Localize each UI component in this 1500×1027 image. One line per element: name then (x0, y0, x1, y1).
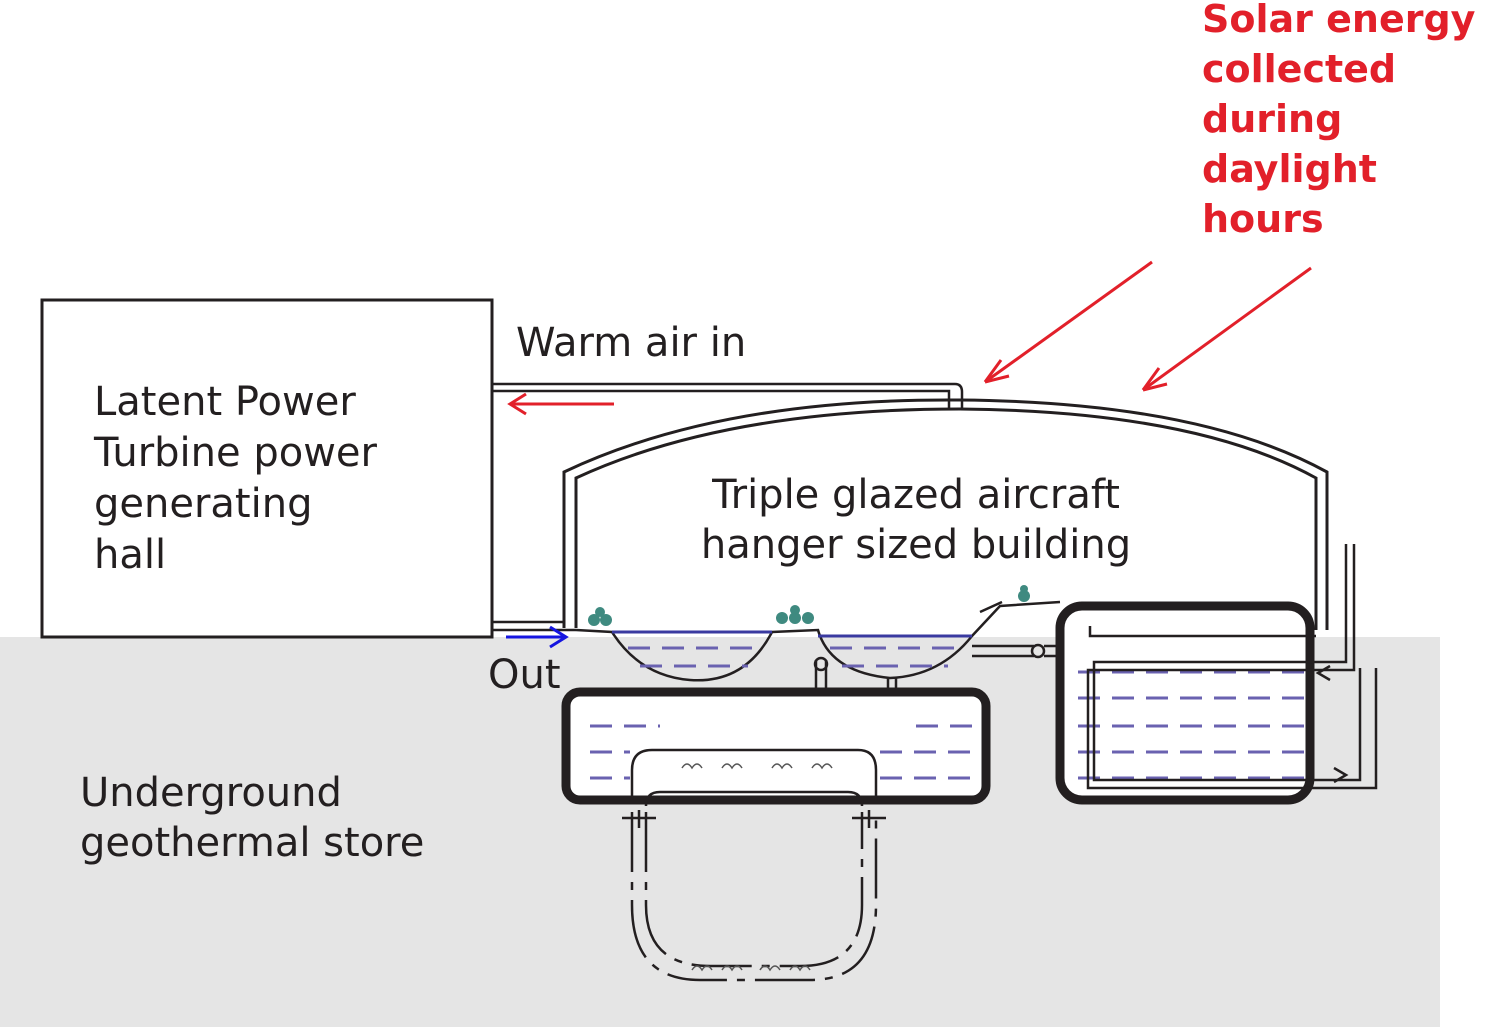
solar-label-line-4: daylight (1202, 147, 1377, 191)
warm-air-in-label: Warm air in (516, 320, 746, 366)
heat-exchanger-loop (622, 748, 886, 982)
out-duct (492, 620, 576, 632)
glazed-building (562, 398, 1329, 630)
warm-air-duct (492, 382, 964, 408)
underground-tank (561, 687, 991, 805)
building-label-line-1: Triple glazed aircraft (711, 472, 1120, 518)
right-tank-coil (1086, 544, 1378, 790)
solar-arrows (983, 260, 1312, 392)
building-label-line-2: hanger sized building (701, 522, 1131, 568)
out-arrow (506, 625, 569, 649)
hall-label-line-3: generating (94, 481, 312, 527)
ground-surface (575, 600, 1061, 682)
out-label: Out (488, 652, 561, 698)
shrubs (588, 585, 1030, 626)
store-label-line-2: geothermal store (80, 820, 424, 866)
pond-water (628, 646, 962, 668)
store-label-line-1: Underground (80, 770, 342, 816)
solar-label-line-2: collected (1202, 47, 1396, 91)
bubbles (681, 763, 833, 972)
hall-label-line-1: Latent Power (94, 379, 356, 425)
tank-water (590, 724, 976, 780)
solar-label-line-5: hours (1202, 197, 1324, 241)
hall-label-line-2: Turbine power (93, 430, 378, 476)
hall-label-line-4: hall (94, 532, 166, 578)
solar-arrow-2 (1142, 266, 1312, 392)
turbine-hall-box (40, 298, 494, 639)
solar-label-line-3: during (1202, 97, 1342, 141)
right-tank-water (1078, 670, 1306, 780)
solar-arrow-1 (984, 260, 1153, 384)
solar-label-line-1: Solar energy (1202, 0, 1476, 41)
warm-air-arrow (507, 392, 614, 416)
